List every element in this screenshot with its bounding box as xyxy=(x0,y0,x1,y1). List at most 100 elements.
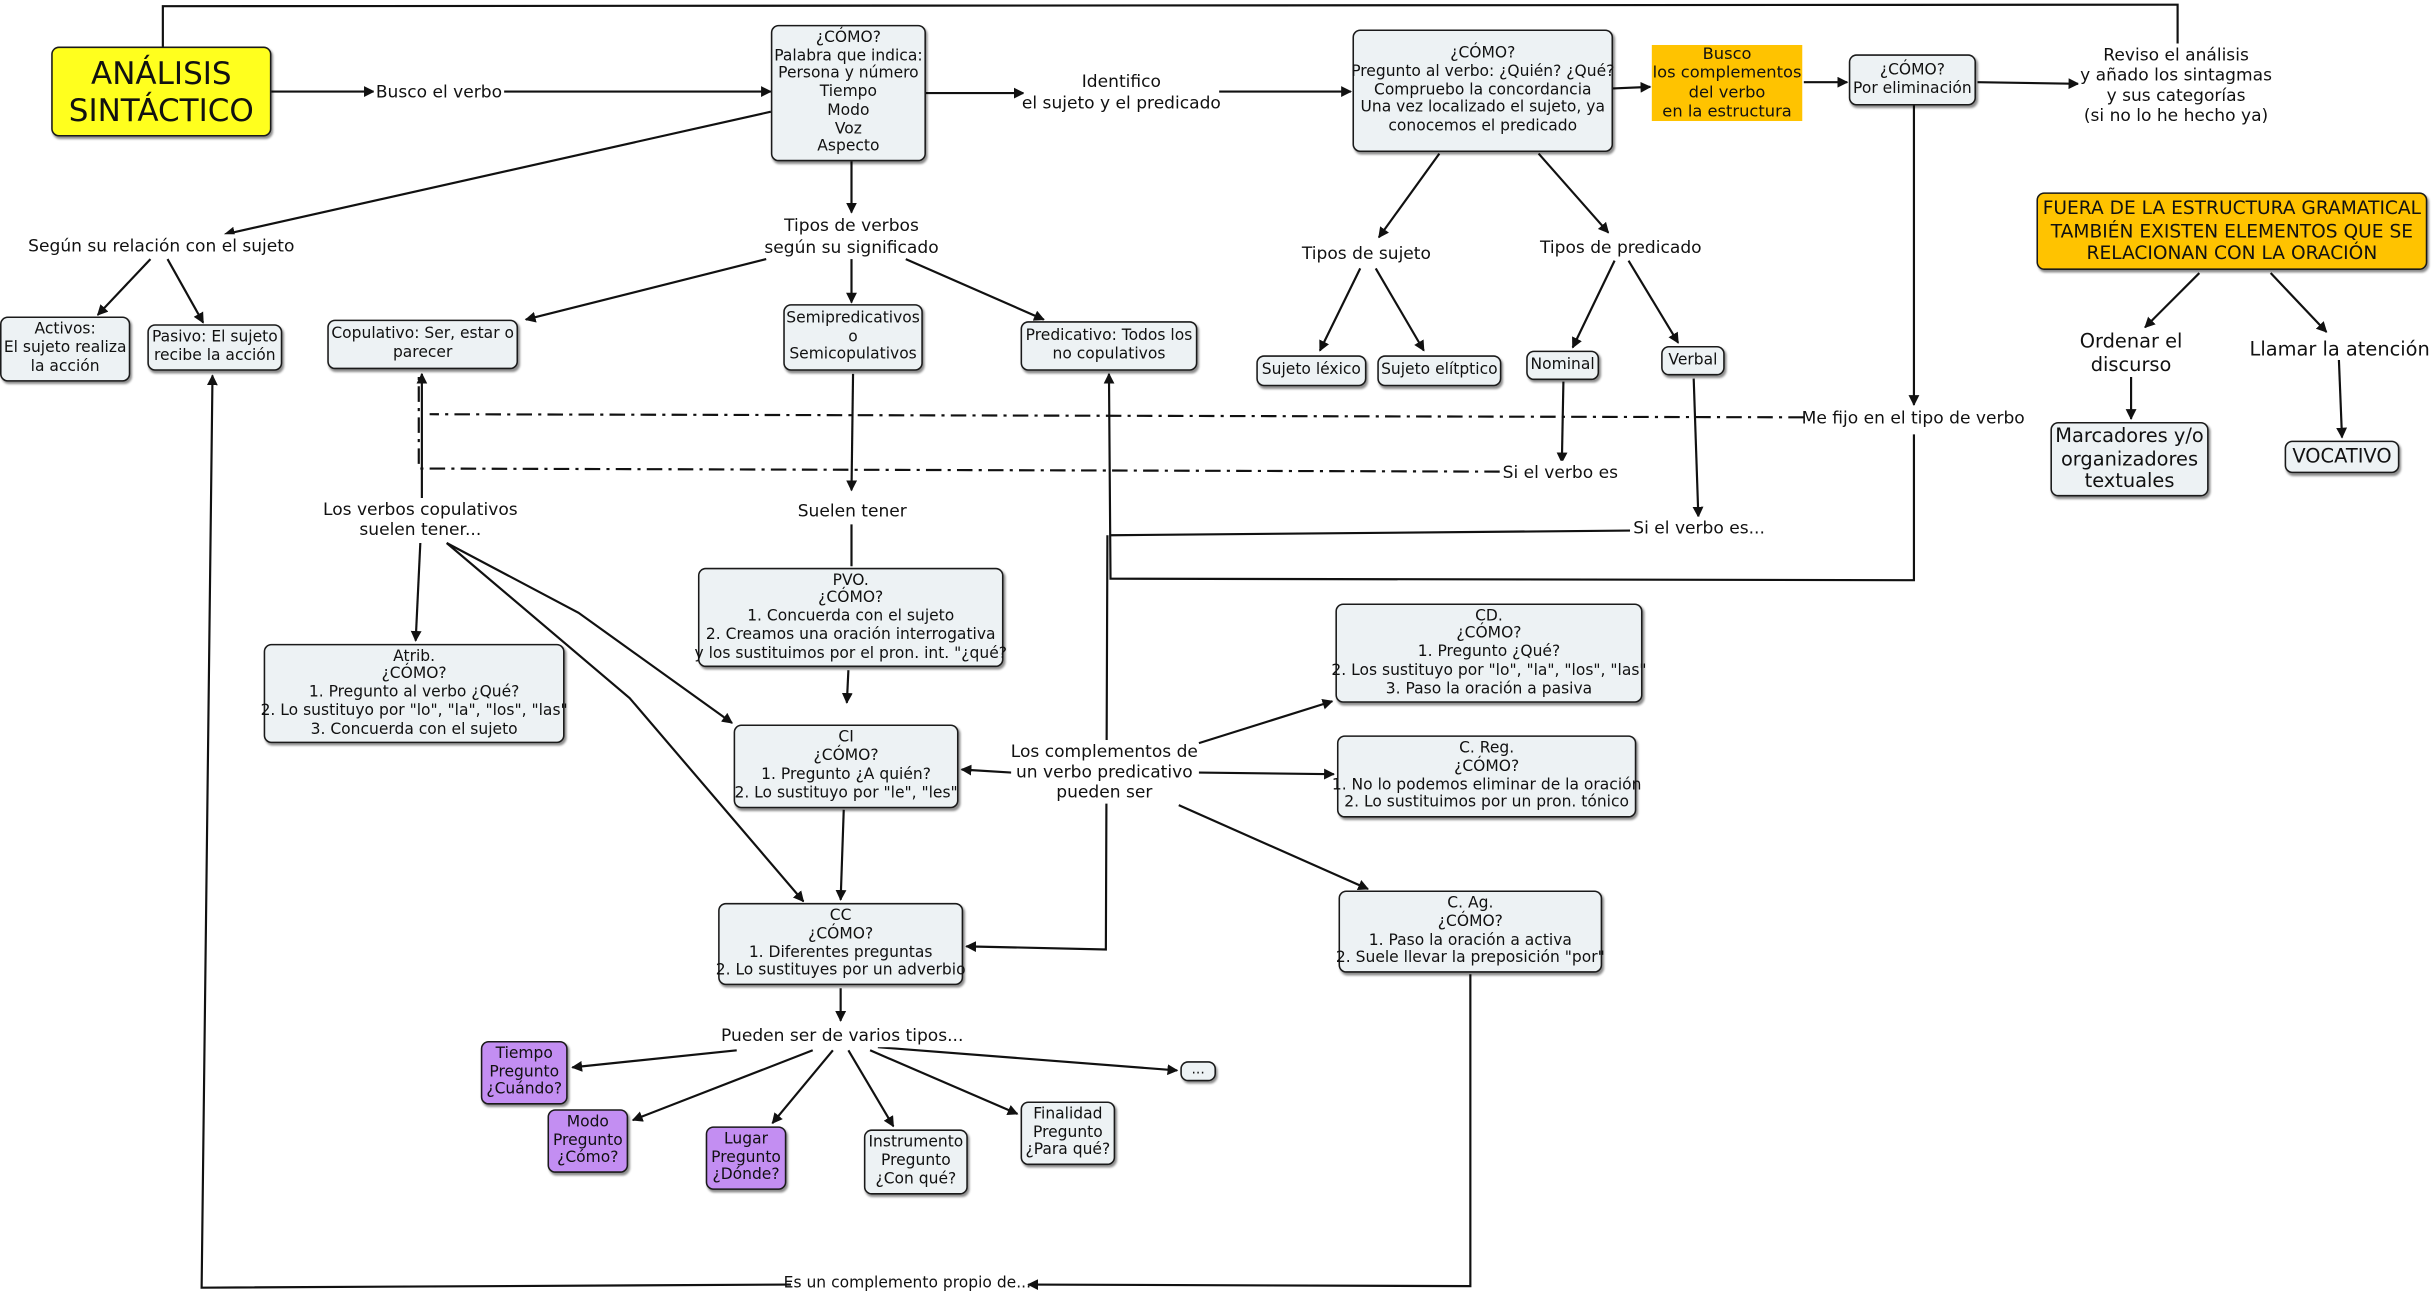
label-line: Suelen tener xyxy=(797,500,907,522)
ci-node: CI ¿CÓMO? 1. Pregunto ¿A quién? 2. Lo su… xyxy=(733,724,959,809)
node-line: C. Reg. xyxy=(1459,739,1515,757)
node-line: Modo xyxy=(566,1113,609,1131)
tipos-predicado-label: Tipos de predicado xyxy=(1538,235,1703,260)
node-line: ¿CÓMO? xyxy=(815,29,881,47)
label-line: Reviso el análisis xyxy=(2103,44,2249,65)
node-line: ¿CÓMO? xyxy=(1450,44,1516,63)
node-line: VOCATIVO xyxy=(2292,443,2392,468)
node-line: 1. Concuerda con el sujeto xyxy=(747,608,955,626)
suelen-tener-label: Suelen tener xyxy=(794,499,911,523)
edge-fuera-llamar xyxy=(2269,272,2328,333)
copulativo-node: Copulativo: Ser, estar o parecer xyxy=(327,319,519,370)
edge-pueden-modo xyxy=(631,1049,814,1122)
node-line: Pregunto xyxy=(489,1063,560,1081)
label-line: Ordenar el xyxy=(2079,328,2183,353)
node-line: ¿Para qué? xyxy=(1025,1142,1111,1160)
node-line: Nominal xyxy=(1530,356,1595,374)
edge-compl-ci xyxy=(960,764,1012,776)
sujeto-lexico-node: Sujeto léxico xyxy=(1256,355,1367,387)
modo-node: Modo Pregunto ¿Cómo? xyxy=(547,1109,629,1173)
edge-semi-suelen xyxy=(846,373,858,492)
node-line: organizadores xyxy=(2060,446,2199,470)
node-line: ¿CÓMO? xyxy=(1437,913,1503,931)
node-line: Verbal xyxy=(1668,351,1718,369)
node-line: del verbo xyxy=(1688,82,1766,102)
edge-como-segun xyxy=(223,110,772,238)
tiempo-node: Tiempo Pregunto ¿Cuándo? xyxy=(480,1040,568,1105)
node-line: Pregunto al verbo: ¿Quién? ¿Qué? xyxy=(1351,63,1615,81)
edge-tipopred-verbal xyxy=(1627,260,1680,344)
edge-comosujeto-tiposujeto xyxy=(1377,152,1441,239)
edge-eliminacion-predicativo xyxy=(1103,372,1916,582)
pasivo-node: Pasivo: El sujeto recibe la acción xyxy=(147,324,283,371)
edge-tipos-predicativo xyxy=(905,258,1045,321)
me-fijo-label: Me fijo en el tipo de verbo xyxy=(1802,406,2025,430)
node-line: 2. Suele llevar la preposición "por" xyxy=(1335,949,1605,967)
label-line: un verbo predicativo xyxy=(1015,761,1193,782)
node-line: Marcadores y/o xyxy=(2055,423,2204,447)
node-line: Busco xyxy=(1702,44,1752,64)
llamar-label: Llamar la atención xyxy=(2250,335,2430,360)
label-line: Los complementos de xyxy=(1010,741,1198,762)
edge-tipopred-nominal xyxy=(1571,260,1616,349)
como-sujeto-node: ¿CÓMO? Pregunto al verbo: ¿Quién? ¿Qué? … xyxy=(1351,29,1615,153)
edge-compl-cag xyxy=(1178,804,1369,890)
edge-si-verbo-predicativo xyxy=(1110,529,1631,537)
node-line: ¿CÓMO? xyxy=(1456,625,1522,643)
edge-eliminacion-reviso xyxy=(1977,78,2080,90)
node-line: Aspecto xyxy=(817,138,880,156)
node-line: FUERA DE LA ESTRUCTURA GRAMATICAL xyxy=(2042,197,2422,220)
label-line: suelen tener... xyxy=(359,519,482,540)
edge-pvo-ci xyxy=(841,670,853,704)
si-verbo-es-2-label: Si el verbo es... xyxy=(1630,516,1769,540)
cag-node: C. Ag. ¿CÓMO? 1. Paso la oración a activ… xyxy=(1335,890,1605,973)
node-line: Tiempo xyxy=(495,1045,553,1063)
predicativo-node: Predicativo: Todos los no copulativos xyxy=(1020,321,1198,371)
label-line: Tipos de predicado xyxy=(1539,237,1702,258)
label-line: y sus categorías xyxy=(2106,85,2246,106)
complemento-propio-label: Es un complemento propio de... xyxy=(784,1273,1031,1296)
label-line: Pueden ser de varios tipos... xyxy=(721,1025,964,1046)
node-line: 2. Lo sustituyo por "le", "les" xyxy=(734,784,958,802)
node-line: conocemos el predicado xyxy=(1388,118,1578,136)
edge-verboscop-cc xyxy=(445,542,805,903)
node-line: 1. Pregunto ¿Qué? xyxy=(1417,643,1561,662)
verbal-node: Verbal xyxy=(1661,345,1725,376)
node-line: 2. Lo sustituyo por "lo", "la", "los", "… xyxy=(260,702,568,720)
node-line: parecer xyxy=(392,344,453,362)
cd-node: CD. ¿CÓMO? 1. Pregunto ¿Qué? 2. Los sust… xyxy=(1331,603,1647,703)
edge-ci-cc xyxy=(835,809,847,901)
verbos-copulativos-label: Los verbos copulativos suelen tener... xyxy=(322,497,519,542)
label-line: pueden ser xyxy=(1056,782,1153,803)
node-line: ¿Dónde? xyxy=(712,1167,780,1185)
label-line: Si el verbo es xyxy=(1502,462,1618,483)
label-line: Tipos de verbos xyxy=(784,216,919,237)
edge-propio-pasivo xyxy=(200,374,792,1289)
label-line: Es un complemento propio de... xyxy=(783,1275,1032,1293)
edge-pueden-finalidad xyxy=(869,1049,1019,1116)
complementos-predicativo-label: Los complementos de un verbo predicativo… xyxy=(1010,740,1198,804)
fuera-estructura-node: FUERA DE LA ESTRUCTURA GRAMATICAL TAMBIÉ… xyxy=(2036,192,2428,270)
segun-relacion-label: Según su relación con el sujeto xyxy=(27,234,295,258)
node-line: Pregunto xyxy=(552,1131,623,1149)
edge-fuera-ordenar xyxy=(2144,272,2201,329)
ordenar-label: Ordenar el discurso xyxy=(2070,328,2192,376)
node-line: los complementos xyxy=(1652,63,1802,83)
edge-verboscop-ci xyxy=(446,542,733,724)
node-line: Voz xyxy=(834,120,862,138)
node-line: ¿CÓMO? xyxy=(808,925,874,943)
dashed-siverbo-copulativo xyxy=(417,375,1500,473)
edge-pueden-lugar xyxy=(771,1049,834,1125)
edge-comosujeto-busco xyxy=(1612,81,1652,93)
node-line: ¿CÓMO? xyxy=(813,748,879,766)
edge-compl-creg xyxy=(1198,768,1335,780)
semipredicativos-node: Semipredicativos o Semicopulativos xyxy=(783,304,923,371)
edge-cag-propio xyxy=(1027,974,1472,1291)
finalidad-node: Finalidad Pregunto ¿Para qué? xyxy=(1020,1101,1116,1166)
node-line: Pasivo: El sujeto xyxy=(151,329,278,347)
edge-tipos-copulativo xyxy=(524,258,767,323)
node-line: Persona y número xyxy=(778,65,919,83)
